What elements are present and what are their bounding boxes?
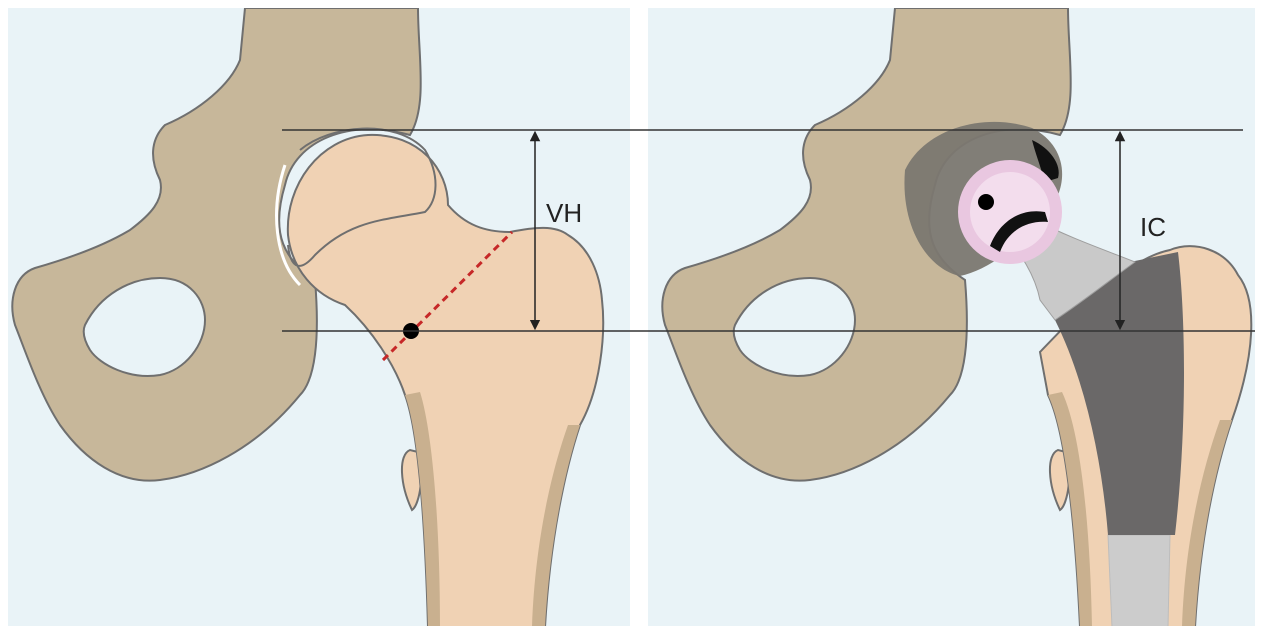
vh-label: VH	[546, 198, 582, 228]
native-hip-panel: VH	[8, 8, 630, 627]
hip-center-point	[978, 194, 994, 210]
femoral-stem-lower	[1108, 535, 1170, 627]
ic-label: IC	[1140, 212, 1166, 242]
prosthetic-hip-panel: IC	[648, 8, 1255, 627]
